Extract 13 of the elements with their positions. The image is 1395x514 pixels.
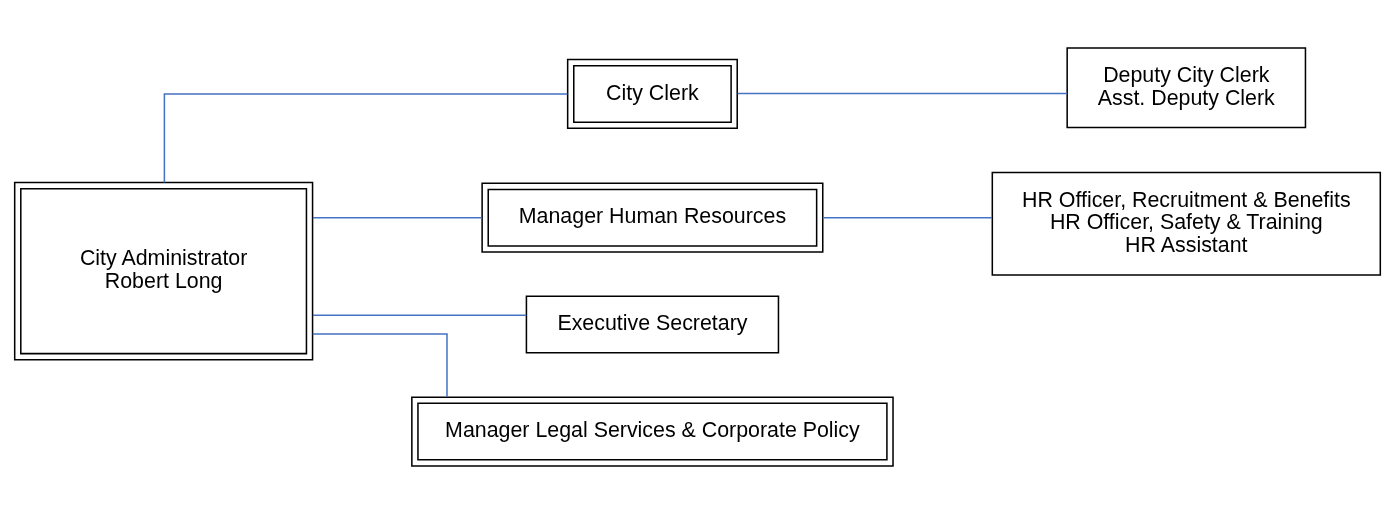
node-box: Executive Secretary <box>525 295 780 354</box>
connector <box>736 92 1068 95</box>
connector <box>822 216 993 219</box>
node-box: HR Officer, Recruitment & Benefits HR Officer, Safety & Training HR Assistant <box>991 171 1382 276</box>
connector <box>312 216 483 219</box>
node-box: Manager Legal Services & Corporate Policy <box>411 396 894 467</box>
node-box: Manager Human Resources <box>481 182 824 253</box>
node-box: Deputy City Clerk Asst. Deputy Clerk <box>1066 47 1307 129</box>
node-box: City Clerk <box>566 58 738 130</box>
connector <box>312 333 448 398</box>
connector <box>163 93 569 184</box>
node-box: City Administrator Robert Long <box>13 181 314 361</box>
connector <box>312 314 528 316</box>
